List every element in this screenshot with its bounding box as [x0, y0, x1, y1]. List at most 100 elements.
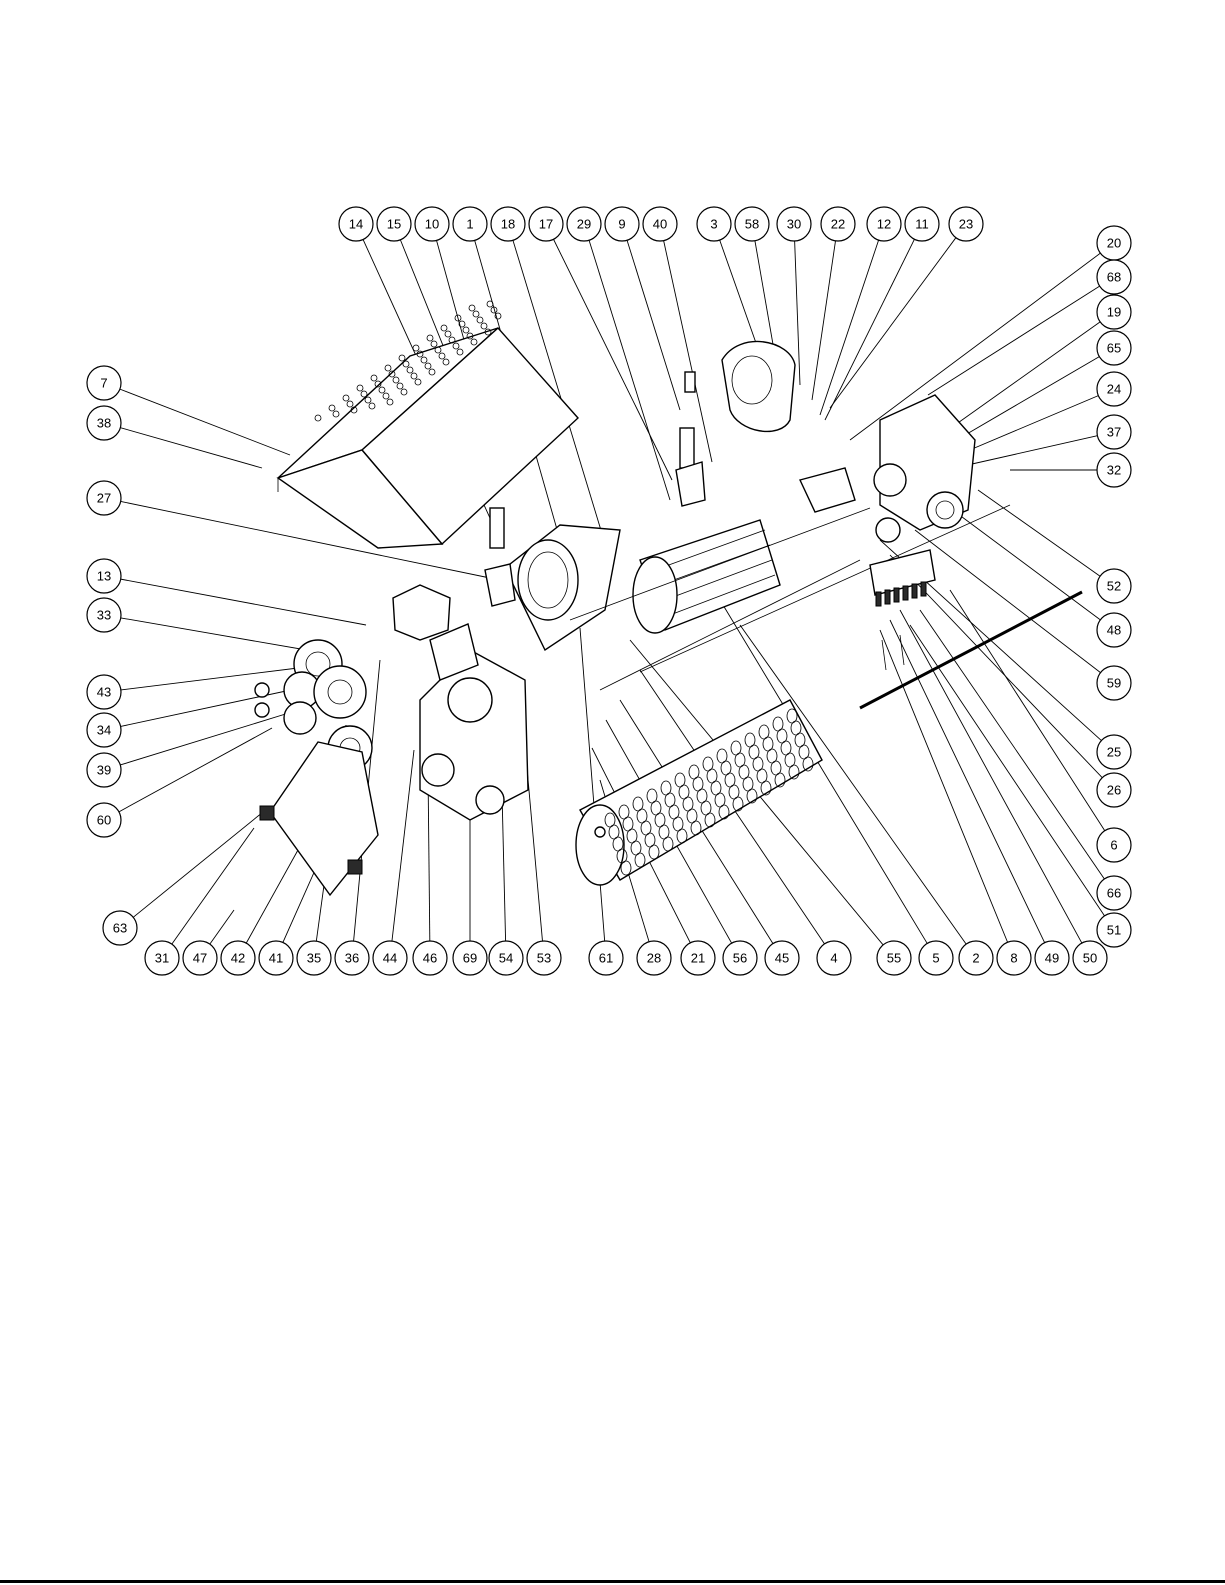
callout-label: 30 — [787, 217, 801, 232]
leader-line-48 — [950, 508, 1100, 620]
callout-label: 11 — [915, 217, 929, 232]
leader-line-8 — [880, 630, 1008, 942]
callout-label: 56 — [733, 951, 747, 966]
leader-line-23 — [830, 238, 956, 408]
callout-47: 47 — [183, 941, 217, 975]
callout-28: 28 — [637, 941, 671, 975]
leader-line-60 — [119, 728, 272, 812]
callout-label: 41 — [269, 951, 283, 966]
callout-label: 63 — [113, 921, 127, 936]
callout-label: 69 — [463, 951, 477, 966]
right-end-plate — [800, 395, 975, 530]
callout-29: 29 — [567, 207, 601, 241]
callout-label: 60 — [97, 813, 111, 828]
leader-line-38 — [120, 428, 262, 468]
callout-label: 28 — [647, 951, 661, 966]
callout-60: 60 — [87, 803, 121, 837]
callout-22: 22 — [821, 207, 855, 241]
callout-42: 42 — [221, 941, 255, 975]
callout-label: 33 — [97, 608, 111, 623]
callout-label: 47 — [193, 951, 207, 966]
callout-21: 21 — [681, 941, 715, 975]
callout-label: 15 — [387, 217, 401, 232]
callout-label: 19 — [1107, 305, 1121, 320]
leader-line-44 — [392, 750, 414, 941]
callout-69: 69 — [453, 941, 487, 975]
callout-label: 54 — [499, 951, 513, 966]
callout-55: 55 — [877, 941, 911, 975]
callout-label: 35 — [307, 951, 321, 966]
callout-label: 61 — [599, 951, 613, 966]
callout-label: 51 — [1107, 923, 1121, 938]
callout-36: 36 — [335, 941, 369, 975]
callout-30: 30 — [777, 207, 811, 241]
callout-13: 13 — [87, 559, 121, 593]
callout-label: 2 — [972, 951, 979, 966]
callout-17: 17 — [529, 207, 563, 241]
callout-label: 46 — [423, 951, 437, 966]
callout-54: 54 — [489, 941, 523, 975]
callout-label: 58 — [745, 217, 759, 232]
callout-label: 66 — [1107, 886, 1121, 901]
callout-52: 52 — [1097, 569, 1131, 603]
gear-housing-plate — [420, 650, 528, 820]
callout-15: 15 — [377, 207, 411, 241]
callout-61: 61 — [589, 941, 623, 975]
callout-label: 1 — [466, 217, 473, 232]
handle-socket — [722, 341, 795, 431]
callout-31: 31 — [145, 941, 179, 975]
callout-label: 53 — [537, 951, 551, 966]
callout-label: 22 — [831, 217, 845, 232]
leader-line-41 — [283, 868, 316, 942]
callout-label: 6 — [1110, 838, 1117, 853]
leader-line-51 — [910, 625, 1105, 916]
callout-33: 33 — [87, 598, 121, 632]
callout-label: 29 — [577, 217, 591, 232]
callout-label: 23 — [959, 217, 973, 232]
leader-line-22 — [812, 241, 836, 400]
leader-line-19 — [955, 322, 1100, 425]
callout-label: 20 — [1107, 236, 1121, 251]
leader-line-33 — [121, 618, 318, 652]
leader-line-29 — [589, 240, 670, 500]
leader-line-65 — [960, 357, 1099, 438]
leader-line-20 — [850, 253, 1100, 440]
callout-label: 36 — [345, 951, 359, 966]
callout-label: 31 — [155, 951, 169, 966]
leader-line-37 — [972, 436, 1097, 464]
switch-box — [393, 585, 450, 640]
armature — [570, 508, 870, 633]
callout-10: 10 — [415, 207, 449, 241]
callout-38: 38 — [87, 406, 121, 440]
callout-26: 26 — [1097, 773, 1131, 807]
callout-label: 50 — [1083, 951, 1097, 966]
callout-11: 11 — [905, 207, 939, 241]
callout-23: 23 — [949, 207, 983, 241]
callout-45: 45 — [765, 941, 799, 975]
leader-line-9 — [627, 240, 680, 410]
callout-label: 14 — [349, 217, 363, 232]
leader-line-12 — [820, 240, 879, 415]
callout-label: 12 — [877, 217, 891, 232]
leader-line-50 — [900, 610, 1082, 943]
leader-line-13 — [121, 579, 366, 625]
callout-51: 51 — [1097, 913, 1131, 947]
callout-34: 34 — [87, 713, 121, 747]
callout-5: 5 — [919, 941, 953, 975]
callout-label: 42 — [231, 951, 245, 966]
callout-7: 7 — [87, 366, 121, 400]
callout-35: 35 — [297, 941, 331, 975]
callout-27: 27 — [87, 481, 121, 515]
callout-label: 5 — [932, 951, 939, 966]
callout-label: 27 — [97, 491, 111, 506]
leader-line-30 — [795, 241, 800, 385]
callout-label: 3 — [710, 217, 717, 232]
callout-label: 10 — [425, 217, 439, 232]
callout-label: 49 — [1045, 951, 1059, 966]
callout-label: 21 — [691, 951, 705, 966]
callout-14: 14 — [339, 207, 373, 241]
callout-label: 32 — [1107, 463, 1121, 478]
leader-line-66 — [920, 610, 1104, 879]
callout-19: 19 — [1097, 295, 1131, 329]
